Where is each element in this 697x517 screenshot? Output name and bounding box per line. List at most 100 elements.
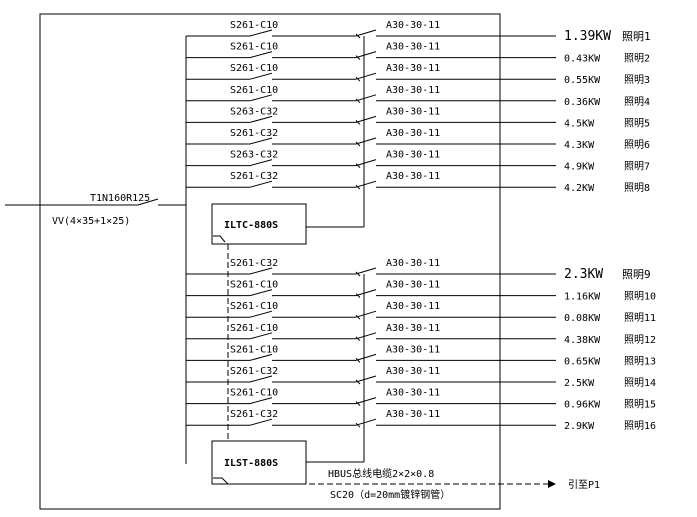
group1-circuit-contactor-mark	[355, 184, 361, 190]
group2-circuit-contactor-mark	[355, 379, 361, 385]
group1-circuit-load-label: 4.3KW	[564, 140, 595, 151]
incoming-breaker-label: T1N160R125	[90, 193, 150, 204]
group2-circuit-breaker-label: S261-C10	[230, 344, 278, 355]
group2-controller-box	[211, 440, 307, 485]
panel-enclosure	[39, 13, 501, 510]
group2-circuit-contactor-mark	[355, 358, 361, 363]
group2-circuit-contactor-label: A30-30-11	[386, 258, 440, 269]
group2-circuit-circuit-name: 照明9	[622, 268, 651, 281]
group1-circuit-load-label: 4.5KW	[564, 118, 595, 129]
group2-circuit-contactor-contact	[355, 289, 377, 297]
group1-controller-symbol	[213, 235, 226, 243]
group2-circuit-breaker-label: S261-C10	[230, 280, 278, 291]
group1-circuit-circuit-name: 照明2	[624, 53, 650, 65]
group1-circuit-breaker-label: S261-C10	[230, 42, 278, 53]
group2-circuit-load-label: 2.3KW	[564, 267, 603, 282]
group2-circuit-contactor-label: A30-30-11	[386, 409, 440, 420]
hbus-conduit-label: SC20（d=20mm镀锌钢管）	[330, 488, 450, 501]
group1-circuit-contactor-mark	[355, 141, 361, 147]
group1-circuit-breaker-contact	[249, 115, 273, 123]
group2-circuit-contactor-mark	[355, 314, 361, 320]
hbus-destination-label: 引至P1	[568, 479, 600, 491]
group2-circuit-contactor-label: A30-30-11	[386, 301, 440, 312]
group2-circuit-breaker-label: S261-C10	[230, 301, 278, 312]
group2-circuit-contactor-label: A30-30-11	[386, 388, 440, 399]
group1-controller-label: ILTC-880S	[224, 220, 278, 231]
group1-circuit-breaker-contact	[249, 51, 273, 59]
group2-circuit-breaker-label: S261-C32	[230, 258, 278, 269]
group1-circuit-contactor-mark	[355, 98, 361, 104]
group1-circuit-circuit-name: 照明5	[624, 117, 650, 129]
group1-circuit-contactor-label: A30-30-11	[386, 128, 440, 139]
group2-circuit-circuit-name: 照明10	[624, 291, 656, 303]
group1-circuit-circuit-name: 照明6	[624, 139, 650, 151]
group1-circuit-contactor-mark	[355, 33, 361, 39]
group2-circuit-breaker-label: S261-C32	[230, 366, 278, 377]
group2-circuit-contactor-contact	[355, 310, 377, 318]
group1-circuit-contactor-label: A30-30-11	[386, 150, 440, 161]
group2-circuit-contactor-label: A30-30-11	[386, 280, 440, 291]
group1-circuit-load-label: 0.43KW	[564, 54, 601, 65]
group1-circuit-circuit-name: 照明7	[624, 161, 650, 173]
group2-circuit-circuit-name: 照明11	[624, 312, 656, 324]
group2-circuit-contactor-label: A30-30-11	[386, 366, 440, 377]
group1-circuit-contactor-label: A30-30-11	[386, 42, 440, 53]
group2-circuit-contactor-mark	[355, 336, 361, 342]
group2-circuit-breaker-contact	[249, 353, 273, 361]
group1-circuit-circuit-name: 照明8	[624, 182, 650, 194]
group1-circuit-contactor-contact	[355, 137, 377, 145]
group1-circuit-contactor-contact	[355, 72, 377, 80]
group2-circuit-circuit-name: 照明13	[624, 355, 656, 367]
group2-circuit-circuit-name: 照明16	[624, 420, 656, 432]
group2-circuit-breaker-contact	[249, 375, 273, 383]
group2-circuit-contactor-contact	[355, 375, 377, 383]
group1-circuit-breaker-contact	[249, 137, 273, 145]
group1-circuit-circuit-name: 照明4	[624, 96, 650, 108]
incoming-cable-label: VV(4×35+1×25)	[52, 216, 130, 227]
group2-circuit-load-label: 2.9KW	[564, 421, 595, 432]
group1-circuit-contactor-contact	[355, 94, 377, 102]
group1-circuit-contactor-contact	[355, 159, 377, 167]
group2-circuit-contactor-contact	[355, 397, 377, 405]
group1-circuit-breaker-contact	[249, 29, 273, 37]
group2-circuit-breaker-contact	[249, 397, 273, 405]
group2-circuit-contactor-contact	[355, 418, 377, 426]
group1-circuit-contactor-mark	[355, 163, 361, 168]
hbus-cable-label: HBUS总线电缆2×2×0.8	[328, 467, 434, 480]
group1-circuit-breaker-contact	[249, 159, 273, 167]
group2-circuit-load-label: 4.38KW	[564, 335, 601, 346]
group1-circuit-breaker-contact	[249, 180, 273, 188]
group2-circuit-circuit-name: 照明12	[624, 334, 656, 346]
group2-circuit-contactor-mark	[355, 422, 361, 428]
group1-circuit-breaker-label: S263-C32	[230, 150, 278, 161]
group2-circuit-breaker-label: S261-C10	[230, 323, 278, 334]
group1-circuit-breaker-label: S261-C10	[230, 63, 278, 74]
group1-controller-box	[211, 203, 307, 245]
group1-circuit-breaker-label: S261-C10	[230, 85, 278, 96]
group2-circuit-contactor-mark	[355, 401, 361, 406]
group1-circuit-load-label: 4.2KW	[564, 183, 595, 194]
group1-circuit-contactor-label: A30-30-11	[386, 85, 440, 96]
group2-circuit-load-label: 1.16KW	[564, 292, 601, 303]
group2-circuit-load-label: 0.65KW	[564, 356, 601, 367]
group1-circuit-contactor-mark	[355, 120, 361, 125]
group1-circuit-load-label: 0.55KW	[564, 75, 601, 86]
group2-circuit-breaker-label: S261-C10	[230, 388, 278, 399]
group1-circuit-breaker-label: S263-C32	[230, 106, 278, 117]
group1-circuit-contactor-label: A30-30-11	[386, 171, 440, 182]
group1-circuit-load-label: 0.36KW	[564, 97, 601, 108]
group1-circuit-breaker-label: S261-C32	[230, 171, 278, 182]
group2-circuit-breaker-contact	[249, 332, 273, 340]
group2-circuit-contactor-label: A30-30-11	[386, 323, 440, 334]
group2-circuit-breaker-label: S261-C32	[230, 409, 278, 420]
group2-controller-label: ILST-880S	[224, 458, 278, 469]
group2-controller-symbol	[213, 477, 229, 485]
incoming-breaker-contact	[137, 198, 159, 206]
group1-circuit-circuit-name: 照明3	[624, 74, 650, 86]
group1-circuit-breaker-label: S261-C32	[230, 128, 278, 139]
group1-circuit-contactor-contact	[355, 51, 377, 59]
group1-circuit-circuit-name: 照明1	[622, 30, 651, 43]
group1-circuit-contactor-contact	[355, 115, 377, 123]
